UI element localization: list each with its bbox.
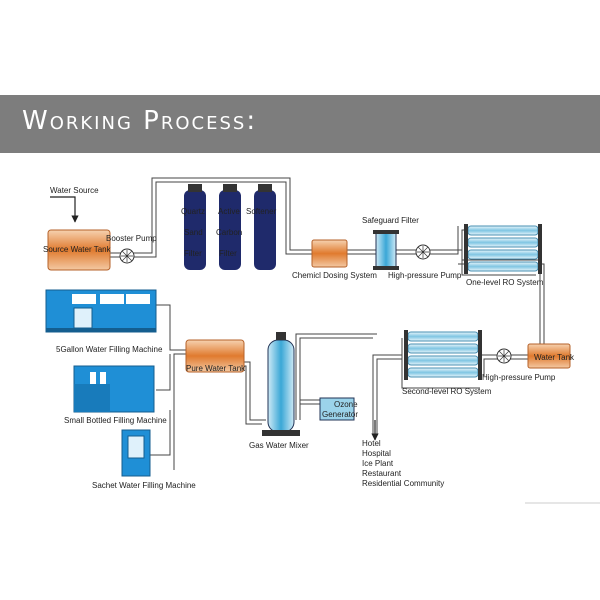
label-chemical-dosing: Chemicl Dosing System — [292, 271, 377, 280]
pipes — [110, 177, 545, 470]
label-hp-pump-2: High-pressure Pump — [482, 373, 556, 382]
softener-filter — [254, 184, 276, 270]
source-arrow — [50, 196, 79, 223]
label-safeguard-filter: Safeguard Filter — [362, 216, 419, 225]
label-carbon: Carbon — [216, 228, 242, 237]
label-source-water-tank: Source Water Tank — [43, 245, 112, 254]
label-quartz: Quartz — [181, 207, 205, 216]
label-water-tank: Water Tank — [534, 353, 575, 362]
label-filter-2: Filter — [219, 249, 237, 258]
quartz-sand-filter — [184, 184, 206, 270]
label-filter-1: Filter — [184, 249, 202, 258]
water-tank — [527, 343, 571, 369]
destination-ice-plant: Ice Plant — [362, 459, 394, 468]
label-small-bottled: Small Bottled Filling Machine — [64, 416, 167, 425]
5gallon-filling-machine — [45, 289, 157, 333]
second-level-ro-membranes — [404, 330, 482, 380]
label-softener: Softener — [246, 207, 277, 216]
label-pure-water-tank: Pure Water Tank — [186, 364, 246, 373]
label-generator: Generator — [322, 410, 358, 419]
destination-residential: Residential Community — [362, 479, 444, 488]
destination-restaurant: Restaurant — [362, 469, 402, 478]
label-one-level-ro: One-level RO System — [466, 278, 544, 287]
label-second-level-ro: Second-level RO System — [402, 387, 492, 396]
label-active: Active — [218, 207, 240, 216]
label-5gallon: 5Gallon Water Filling Machine — [56, 345, 163, 354]
destination-hospital: Hospital — [362, 449, 391, 458]
safeguard-filter — [373, 230, 399, 270]
chemical-dosing-tank — [311, 239, 348, 268]
label-sand: Sand — [184, 228, 203, 237]
booster-pump-icon — [119, 248, 135, 264]
gas-water-mixer — [262, 332, 300, 436]
label-booster-pump: Booster Pump — [106, 234, 157, 243]
title-banner: Working Process: — [0, 95, 600, 153]
label-hp-pump-1: High-pressure Pump — [388, 271, 462, 280]
one-level-ro-membranes — [464, 224, 542, 274]
destination-hotel: Hotel — [362, 439, 381, 448]
ozone-generator — [319, 397, 355, 421]
high-pressure-pump-2-icon — [496, 348, 512, 364]
label-water-source: Water Source — [50, 186, 99, 195]
label-sachet: Sachet Water Filling Machine — [92, 481, 196, 490]
active-carbon-filter — [219, 184, 241, 270]
label-gas-water-mixer: Gas Water Mixer — [249, 441, 309, 450]
high-pressure-pump-1-icon — [415, 244, 431, 260]
small-bottled-filling-machine — [73, 365, 155, 413]
pure-water-tank — [185, 339, 245, 373]
page-title: Working Process: — [22, 106, 258, 136]
source-water-tank — [47, 229, 111, 271]
label-ozone: Ozone — [334, 400, 358, 409]
sachet-filling-machine — [121, 429, 151, 477]
